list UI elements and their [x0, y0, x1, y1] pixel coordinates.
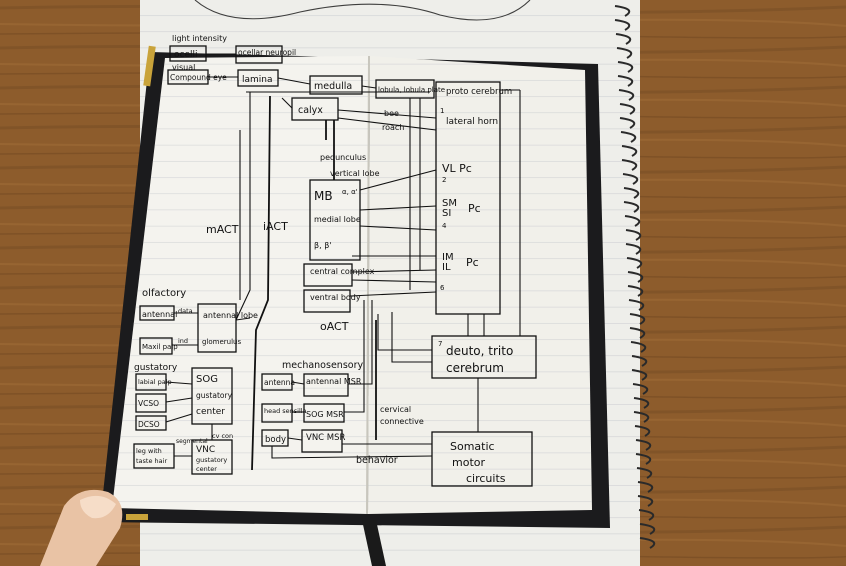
mb-label: MB — [314, 189, 333, 203]
ocellar-neuropil-label: ocellar neuropil — [238, 48, 296, 57]
vlpc-label: VL Pc — [442, 162, 472, 175]
head-sensilla-box — [261, 403, 293, 423]
medulla-label: medulla — [314, 81, 352, 92]
cervical-label: cervical — [380, 405, 411, 414]
visual-label: visual — [172, 63, 195, 72]
mb-box — [309, 179, 361, 261]
antennal-msr-box — [303, 373, 349, 397]
medial-lobe-label: medial lobe — [314, 215, 361, 224]
antennal-lobe-box — [197, 303, 237, 353]
vcso-label: VCSO — [138, 399, 159, 408]
ind-label: ind — [178, 337, 188, 345]
leg-label: leg with — [136, 447, 162, 455]
dcso-label: DCSO — [138, 420, 160, 429]
proto-n4: 4 — [442, 222, 447, 230]
central-complex-label: central complex — [310, 267, 375, 276]
taste-hair-label: taste hair — [136, 457, 167, 465]
somatic-line1: Somatic — [450, 440, 495, 453]
beta-label: β, β' — [314, 241, 332, 250]
alpha-label: α, α' — [342, 188, 358, 196]
connective-label: connective — [380, 417, 424, 426]
antenna-label: antenna — [264, 378, 295, 387]
calyx-box — [291, 97, 339, 121]
somatic-line3: circuits — [466, 472, 506, 485]
vnc-msr-label: VNC MSR — [306, 433, 346, 443]
compound-eye-label: Compound eye — [170, 73, 227, 82]
dcso-box — [135, 415, 167, 431]
ribbon-bookmark — [362, 520, 386, 566]
impc-suffix-label: Pc — [466, 256, 479, 269]
vcso-box — [135, 393, 167, 413]
cv-con-label: cv con — [212, 432, 233, 440]
ventral-body-box — [303, 289, 351, 313]
vnc-label: VNC — [196, 445, 215, 455]
behavior-label: behavior — [356, 455, 398, 466]
vnc-gustatory-label: gustatory — [196, 456, 227, 464]
vertical-lobe-label: vertical lobe — [330, 169, 380, 178]
olfactory-title: olfactory — [142, 288, 186, 299]
vnc-msr-box — [301, 429, 343, 453]
antennal-olf-label: antennal — [142, 310, 177, 319]
light-intensity-label: light intensity — [172, 34, 227, 43]
proto-n2: 2 — [442, 176, 446, 184]
roach-label: roach — [382, 123, 404, 132]
deuto-trito-box — [431, 335, 537, 379]
somatic-line2: motor — [452, 456, 485, 469]
proto-n1: 1 — [440, 107, 444, 115]
mact-label: mACT — [206, 223, 239, 236]
vnc-center-label: center — [196, 465, 217, 473]
iact-label: iACT — [263, 220, 288, 233]
neural-diagram: light intensity ocelli ocellar neuropil … — [133, 34, 537, 487]
bee-label: bee — [384, 109, 399, 118]
sog-msr-box — [303, 403, 345, 423]
smpc-suffix-label: Pc — [468, 202, 481, 215]
calyx-label: calyx — [298, 105, 323, 116]
somatic-motor-box — [431, 431, 533, 487]
im-label: IM — [442, 252, 454, 263]
spiral-binding — [614, 5, 656, 549]
ocelli-label: ocelli — [174, 50, 198, 60]
pedunculus-label: pedunculus — [320, 153, 366, 162]
body-label: body — [265, 435, 286, 445]
protocerebrum-label: proto cerebrum — [446, 87, 512, 97]
head-sensilla-label: head sensilla — [264, 407, 307, 415]
glomerulus-label: glomerulus — [202, 338, 241, 346]
data-label: data — [178, 307, 193, 315]
sog-center-label: center — [196, 407, 225, 417]
sog-label: SOG — [196, 374, 218, 385]
labial-palp-label: labial palp — [138, 378, 172, 386]
deuto-trito-line1: deuto, trito — [446, 344, 513, 358]
smpc-bottom-label: SI — [442, 208, 451, 219]
antennal-lobe-label: antennal lobe — [203, 311, 258, 320]
central-complex-box — [303, 263, 353, 287]
maxil-palp-box — [139, 337, 173, 355]
medulla-box — [309, 75, 363, 95]
deuto-trito-line2: cerebrum — [446, 361, 504, 375]
maxil-palp-label: Maxil palp — [142, 343, 178, 351]
oact-label: oACT — [320, 320, 349, 333]
proto-n7: 7 — [438, 340, 442, 348]
ventral-body-label: ventral body — [310, 293, 361, 302]
il-label: IL — [442, 262, 451, 273]
gustatory-title: gustatory — [134, 363, 178, 373]
antennal-msr-label: antennal MSR — [306, 377, 362, 386]
mechanosensory-title: mechanosensory — [282, 360, 363, 371]
lamina-label: lamina — [242, 75, 273, 85]
lateral-horn-label: lateral horn — [446, 117, 498, 127]
sog-gustatory-label: gustatory — [196, 391, 233, 400]
smpc-top-label: SM — [442, 198, 457, 209]
lobula-label: lobula, lobula plate — [378, 86, 445, 94]
sog-msr-label: SOG MSR — [306, 410, 344, 419]
lobula-box — [375, 79, 435, 99]
proto-n6: 6 — [440, 284, 445, 292]
